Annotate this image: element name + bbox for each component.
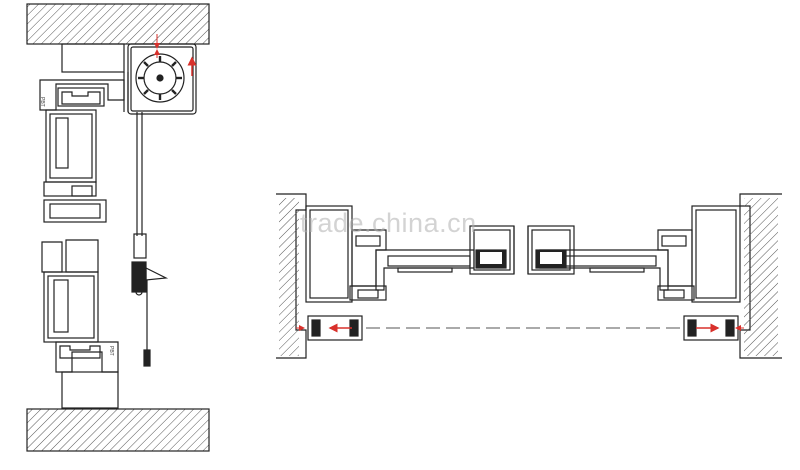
lower-frame-profile: PBT	[41, 239, 119, 409]
left-sash	[375, 225, 515, 291]
right-frame-profile	[657, 205, 741, 303]
upper-frame-profile: PBT	[39, 43, 129, 197]
horizontal-section	[276, 193, 782, 359]
middle-rail	[43, 199, 107, 223]
profile-label-upper: PBT	[39, 97, 45, 107]
vertical-section: PBT PBT	[26, 3, 210, 452]
right-wall	[739, 193, 782, 359]
left-wall	[276, 193, 307, 359]
roller-shutter-box	[127, 34, 197, 115]
profile-label-lower: PBT	[108, 346, 114, 356]
right-sash	[527, 225, 669, 291]
shutter-slat-and-cord	[131, 112, 169, 367]
roller-teeth	[138, 56, 182, 100]
roller-drum	[135, 53, 185, 103]
bottom-sill	[26, 408, 210, 452]
left-frame-profile	[305, 205, 387, 303]
top-lintel	[26, 3, 210, 45]
